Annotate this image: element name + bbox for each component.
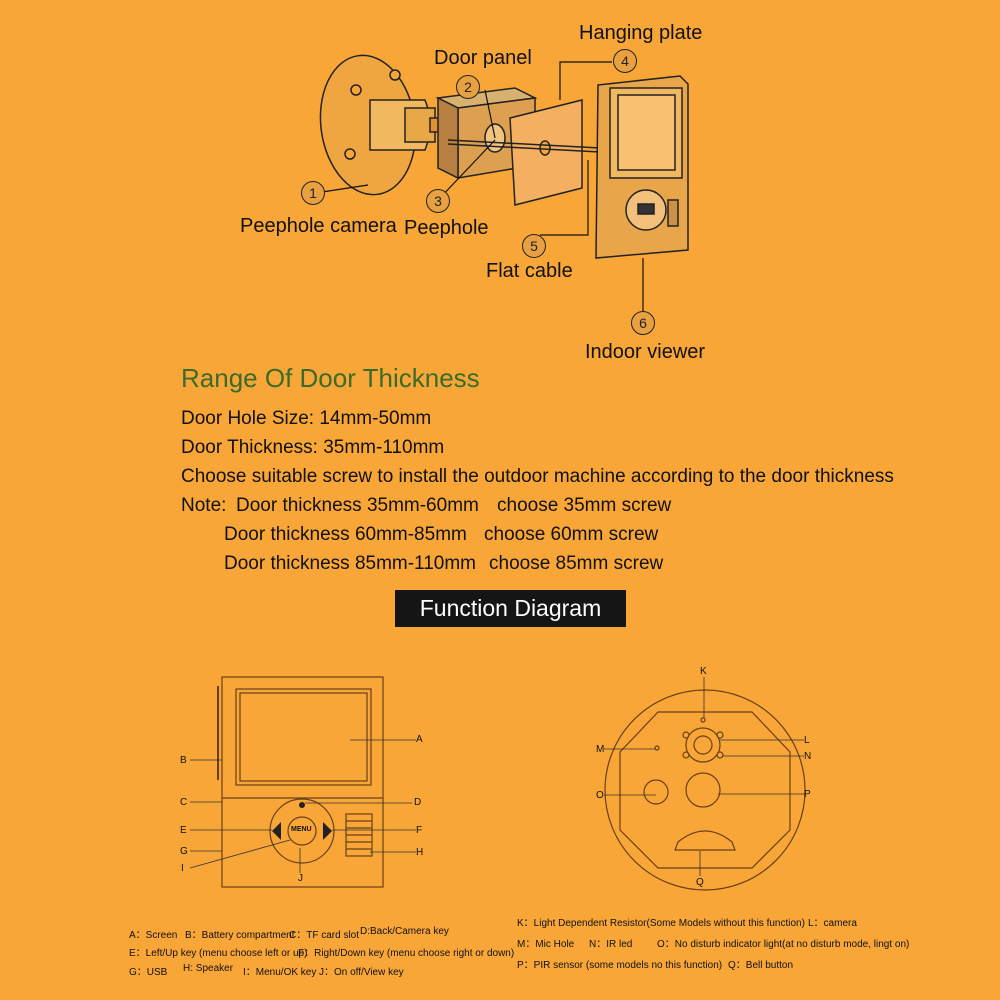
marker-q: Q [696,877,704,888]
door-panel-label: Door panel [434,47,532,69]
legend-item: O：No disturb indicator light(at no distu… [657,939,910,950]
thickness-row-screw: choose 60mm screw [484,524,659,545]
part-number-2: 2 [456,75,480,99]
viewer-front-drawing [217,676,384,888]
thickness-row-range: Door thickness 85mm-110mm [224,553,477,574]
marker-e: E [180,825,187,836]
menu-ok-key: MENU [291,826,312,833]
part-number-1: 1 [301,181,325,205]
legend-item: F：Right/Down key (menu choose right or d… [298,948,515,959]
choose-screw-text: Choose suitable screw to install the out… [181,466,894,487]
legend-item: L：camera [808,918,857,929]
legend-item: J：On off/View key [319,967,404,978]
marker-j: J [298,873,303,884]
legend-item: G：USB [129,967,168,978]
legend-item: Q：Bell button [728,960,794,971]
marker-c: C [180,797,188,808]
marker-l: L [804,735,810,746]
thickness-row-screw: choose 85mm screw [489,553,664,574]
marker-m: M [596,744,605,755]
marker-d: D [414,797,422,808]
marker-a: A [416,734,423,745]
legend-item: H: Speaker [183,963,234,974]
camera-front-drawing [604,689,806,891]
hanging-plate-drawing [447,99,601,206]
part-number-5: 5 [522,234,546,258]
function-diagram-title: Function Diagram [395,590,626,627]
marker-f: F [416,825,423,836]
marker-n: N [804,751,812,762]
part-number-6: 6 [631,311,655,335]
marker-g: G [180,846,188,857]
marker-h: H [416,847,424,858]
indoor-viewer-drawing [595,75,689,259]
flat-cable-label: Flat cable [486,260,573,282]
legend-item: C：TF card slot [289,930,360,941]
thickness-row-screw: choose 35mm screw [497,495,672,516]
peephole-label: Peephole [404,217,489,239]
thickness-title: Range Of Door Thickness [181,363,480,393]
note-label: Note: [181,495,227,516]
legend-item: D:Back/Camera key [360,926,449,937]
thickness-row-range: Door thickness 60mm-85mm [224,524,467,545]
thickness-row-range: Door thickness 35mm-60mm [236,495,479,516]
peephole-camera-label: Peephole camera [240,215,397,237]
marker-k: K [700,666,707,677]
hanging-plate-label: Hanging plate [579,22,703,44]
marker-p: P [804,789,811,800]
hole-size-text: Door Hole Size: 14mm-50mm [181,408,432,429]
legend-item: N：IR led [589,939,633,950]
legend-item: E：Left/Up key (menu choose left or up) [129,948,308,959]
legend-item: A：Screen [129,930,178,941]
legend-item: B：Battery compartment [185,930,295,941]
marker-i: I [181,863,184,874]
indoor-viewer-label: Indoor viewer [585,341,706,363]
marker-o: O [596,790,604,801]
door-thickness-text: Door Thickness: 35mm-110mm [181,437,445,458]
legend-item: I：Menu/OK key [243,967,317,978]
legend-item: M：Mic Hole [517,939,575,950]
legend-item: K：Light Dependent Resistor(Some Models w… [517,918,805,929]
exploded-diagram [319,54,689,312]
part-number-4: 4 [613,49,637,73]
part-number-3: 3 [426,189,450,213]
legend-item: P：PIR sensor (some models no this functi… [517,960,723,971]
marker-b: B [180,755,187,766]
